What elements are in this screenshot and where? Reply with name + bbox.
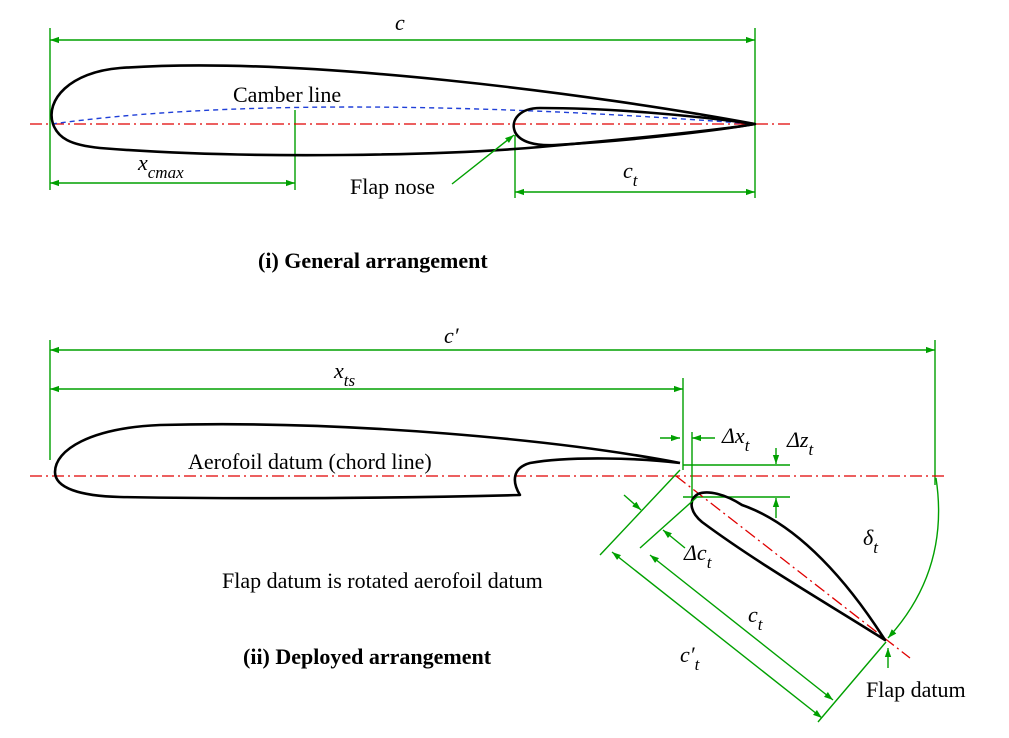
caption-deployed: (ii) Deployed arrangement [243, 644, 492, 669]
chord-label: c [395, 10, 405, 35]
delta-c-arrow-a [623, 494, 642, 511]
aerofoil-datum-label: Aerofoil datum (chord line) [188, 449, 432, 474]
extended-flap-chord-label: c′t [680, 642, 701, 674]
deployed-main-aerofoil [53, 422, 681, 500]
extended-flap-chord-dimension [611, 551, 823, 719]
flap-nose-label: Flap nose [350, 174, 435, 199]
delta-c-label: Δct [683, 540, 713, 572]
flap-outline [512, 106, 756, 147]
main-aerofoil [50, 64, 757, 157]
deployed-arrangement: c′ xts Aerofoil datum (chord line) Δxt Δ… [30, 323, 966, 723]
ext-line-rot-1 [599, 469, 681, 556]
deflection-angle-arc [887, 477, 940, 639]
ext-line-rot-2 [639, 496, 698, 549]
delta-z-label: Δzt [786, 427, 814, 459]
flap-datum-label: Flap datum [866, 677, 966, 702]
xts-label: xts [333, 358, 355, 390]
delta-x-label: Δxt [721, 423, 751, 455]
xcmax-label: xcmax [137, 150, 184, 182]
ext-line-rot-3 [817, 641, 887, 723]
extended-chord-label: c′ [444, 323, 460, 348]
deflected-flap [690, 491, 887, 642]
camber-line [51, 106, 756, 125]
general-arrangement: c Camber line xcmax Flap nose ct (i) Gen… [30, 10, 790, 273]
caption-general: (i) General arrangement [258, 248, 488, 273]
deflection-angle-label: δt [863, 525, 879, 557]
flap-chord-label-2: ct [748, 602, 764, 634]
flap-nose-leader [451, 134, 515, 185]
camber-line-label: Camber line [233, 82, 341, 107]
delta-c-arrow-b [662, 529, 686, 549]
flap-datum-note: Flap datum is rotated aerofoil datum [222, 568, 543, 593]
flap-chord-label: ct [623, 158, 639, 190]
